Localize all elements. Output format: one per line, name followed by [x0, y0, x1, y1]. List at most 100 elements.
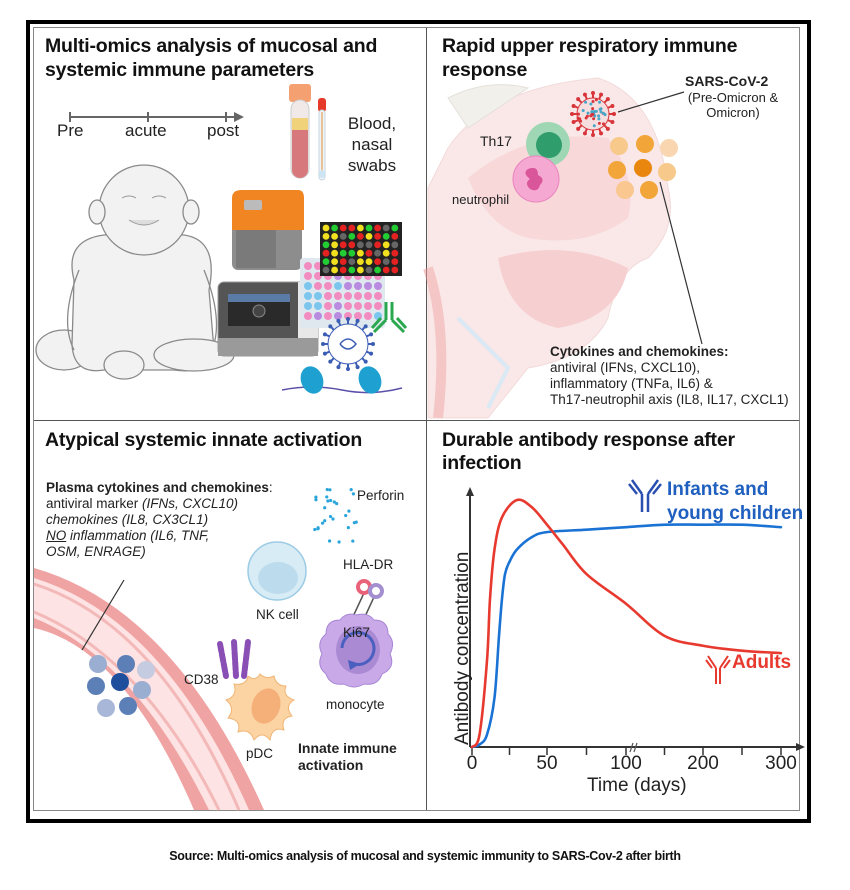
heatmap-dot	[322, 233, 330, 240]
heatmap-dot	[322, 266, 330, 274]
panel-title-line2: response	[442, 59, 528, 81]
blood-tube-icon	[289, 84, 311, 179]
well	[344, 312, 352, 320]
well	[324, 282, 332, 290]
virus-protein	[589, 102, 593, 106]
well	[334, 302, 342, 310]
virus-protein	[598, 100, 602, 104]
plasma-title: Plasma cytokines and chemokines	[46, 480, 269, 495]
y-axis-label: Antibody concentration	[452, 551, 473, 745]
perforin-granule	[332, 500, 336, 504]
y-axis-arrow	[466, 487, 474, 496]
perforin-granule	[325, 495, 329, 499]
heatmap-dot	[391, 258, 399, 265]
figure-inner-border	[33, 27, 800, 811]
heatmap-array-icon	[320, 222, 402, 276]
pdc-label: pDC	[246, 746, 274, 761]
perforin-granule	[331, 517, 335, 521]
heatmap-dot	[365, 233, 373, 240]
virus-spike-tip	[336, 365, 341, 370]
monocyte-cell-icon	[319, 613, 394, 688]
cytokine	[660, 139, 678, 157]
perforin-granule	[316, 526, 320, 530]
virus-spike-tip	[322, 332, 327, 337]
heatmap-dot	[391, 241, 399, 249]
plasma-line1-italic: (IFNs, CXCL10)	[142, 496, 239, 511]
virus-spike-tip	[576, 126, 581, 131]
legend-infants: Infants and young children	[667, 478, 803, 526]
cytokine-pointer-line	[659, 181, 703, 345]
axis-break-mark	[629, 742, 634, 753]
virus-spike-tip	[610, 120, 615, 125]
plasma-colon: :	[268, 480, 273, 495]
timeline-pre: Pre	[57, 121, 84, 140]
well	[334, 312, 342, 320]
innate-line1: Innate immune	[298, 740, 397, 756]
heatmap-dot	[374, 258, 381, 265]
cytokine	[616, 181, 634, 199]
well	[304, 312, 312, 320]
plasma-line3-no: NO	[46, 528, 67, 543]
heatmap-dot	[374, 249, 381, 257]
heatmap-dot	[391, 249, 399, 257]
virus-pointer-line	[617, 91, 685, 113]
heatmap-dot	[339, 233, 347, 240]
virus-protein	[594, 98, 598, 102]
heatmap-dot	[357, 224, 364, 232]
perforin-granules-icon	[313, 487, 358, 544]
plasma-cytokine	[117, 655, 135, 673]
heatmap-dot	[357, 233, 364, 240]
virus-protein	[581, 108, 585, 112]
heatmap-dot	[365, 224, 373, 232]
virus-spike-tip	[591, 91, 595, 95]
virus-protein	[591, 99, 595, 103]
virus-protein	[597, 114, 601, 118]
heatmap-dot	[391, 266, 399, 274]
heatmap-dot	[357, 258, 364, 265]
heatmap-dot	[365, 266, 373, 274]
legend-infants-line1: Infants and	[667, 479, 769, 500]
plasma-cytokine	[137, 661, 155, 679]
chart-title-line2: infection	[442, 452, 522, 474]
virus-protein	[597, 117, 601, 121]
plasma-line3-rest: inflammation (IL6, TNF,	[66, 528, 210, 543]
cytokines-list: antiviral (IFNs, CXCL10), inflammatory (…	[550, 360, 789, 408]
series-line-adults	[470, 498, 783, 749]
samples-label-line2: nasal	[351, 135, 393, 154]
heatmap-dot	[348, 224, 356, 232]
nucleosome-dna-icon	[281, 366, 403, 394]
virus-protein	[584, 116, 588, 120]
samples-label: Blood, nasal swabs	[342, 113, 402, 176]
virus-sublabel-line1: (Pre-Omicron &	[687, 90, 779, 105]
panel-divider-horizontal	[34, 420, 799, 421]
x-tick-label: 50	[536, 753, 558, 774]
heatmap-dot	[374, 241, 381, 249]
well	[374, 302, 382, 310]
heatmap-dot	[382, 233, 390, 240]
virus-spike-tip	[321, 342, 325, 346]
antibody-red-icon	[705, 655, 731, 684]
perforin-granule	[323, 506, 327, 510]
well	[304, 262, 312, 270]
cytokine-cluster-icon	[608, 135, 678, 199]
hla-dr-label: HLA-DR	[343, 557, 394, 572]
virus-sublabel: (Pre-Omicron & Omicron)	[678, 90, 788, 120]
virus-spike-tip	[605, 97, 610, 102]
innate-activation-label: Innate immune activation	[298, 740, 397, 774]
well	[364, 282, 372, 290]
heatmap-dot	[348, 266, 356, 274]
well	[344, 292, 352, 300]
cd38-label: CD38	[184, 672, 219, 687]
plasma-cytokine	[97, 699, 115, 717]
perforin-granule	[346, 526, 350, 530]
plasma-cytokine	[89, 655, 107, 673]
heatmap-dot	[331, 249, 338, 257]
virus-spike-tip	[599, 131, 604, 136]
well	[304, 302, 312, 310]
heatmap-dot	[374, 224, 381, 232]
x-tick-label: 0	[466, 753, 478, 774]
cytokine	[658, 163, 676, 181]
perforin-granule	[313, 527, 317, 532]
heatmap-dot	[322, 224, 330, 232]
